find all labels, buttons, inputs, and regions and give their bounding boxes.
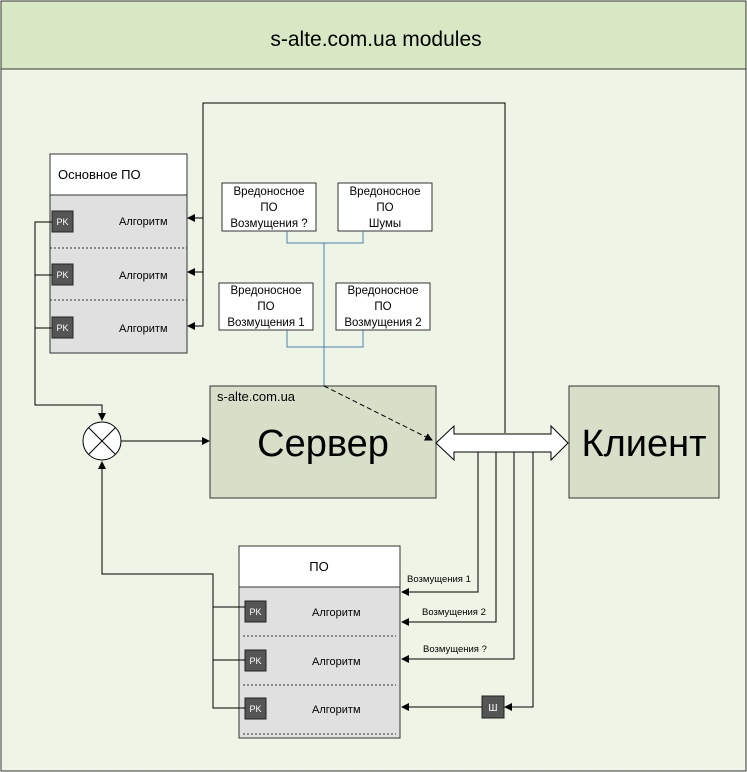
server-box: [209, 385, 437, 499]
pk-label: PK: [249, 704, 261, 714]
malware-group: Вредоносное ПО Возмущения ? Вредоносное …: [218, 182, 433, 386]
disturbance-label: Возмущения ?: [423, 644, 487, 655]
algorithm-label: Алгоритм: [119, 216, 168, 228]
malware-box: [218, 282, 314, 331]
malware-line: ПО: [260, 202, 277, 214]
disturbance-lines: [401, 450, 534, 711]
malware-line: Шумы: [369, 218, 401, 230]
pk-label: PK: [56, 323, 68, 333]
server-client-arrow: [435, 424, 569, 462]
noise-block: Ш: [481, 695, 505, 719]
malware-line: Вредоносное: [234, 186, 305, 198]
malware-line: ПО: [374, 301, 391, 313]
client-label: Клиент: [581, 423, 706, 465]
main-software-block: Основное ПО PK Алгоритм PK Алгоритм PK А…: [49, 153, 188, 354]
disturbance-label: Возмущения 2: [422, 607, 486, 618]
client-box: [568, 385, 720, 499]
server-label: Сервер: [257, 423, 389, 465]
server-caption: s-alte.com.ua: [217, 389, 296, 404]
pk-output-lines: [34, 221, 106, 421]
malware-line: Возмущения 2: [344, 317, 421, 329]
malware-line: Возмущения 1: [227, 317, 304, 329]
malware-box: [335, 282, 431, 331]
malware-line: ПО: [376, 202, 393, 214]
malware-line: Вредоносное: [350, 186, 421, 198]
pk-label: PK: [56, 217, 68, 227]
algorithm-label: Алгоритм: [312, 704, 361, 716]
pk-label: PK: [56, 270, 68, 280]
malware-line: Возмущения ?: [230, 218, 307, 230]
software-title: ПО: [309, 559, 328, 574]
algorithm-label: Алгоритм: [312, 656, 361, 668]
algorithm-label: Алгоритм: [119, 323, 168, 335]
main-software-header: [49, 153, 188, 196]
algorithm-label: Алгоритм: [312, 607, 361, 619]
malware-line: ПО: [257, 301, 274, 313]
malware-line: Вредоносное: [231, 285, 302, 297]
noise-label: Ш: [488, 703, 497, 714]
diagram-title: s-alte.com.ua modules: [270, 28, 481, 51]
summing-junction: [82, 421, 210, 461]
software-block: ПО PK Алгоритм PK Алгоритм PK Алгоритм: [238, 545, 401, 739]
server-feedback-lines: [187, 102, 506, 433]
malware-box: [337, 182, 433, 232]
pk-label: PK: [249, 656, 261, 666]
malware-connector: [286, 231, 364, 386]
software-output-lines: [98, 461, 245, 709]
software-header: [238, 545, 401, 588]
malware-injection-arrow: [323, 385, 433, 441]
header-band: [0, 0, 747, 70]
main-software-title: Основное ПО: [58, 167, 141, 182]
malware-box: [221, 182, 317, 232]
server-block: s-alte.com.ua Сервер: [209, 385, 437, 499]
pk-block: [244, 600, 267, 623]
malware-line: Вредоносное: [348, 285, 419, 297]
algorithm-label: Алгоритм: [119, 270, 168, 282]
client-block: Клиент: [568, 385, 720, 499]
pk-label: PK: [249, 607, 261, 617]
disturbance-label: Возмущения 1: [407, 574, 471, 585]
